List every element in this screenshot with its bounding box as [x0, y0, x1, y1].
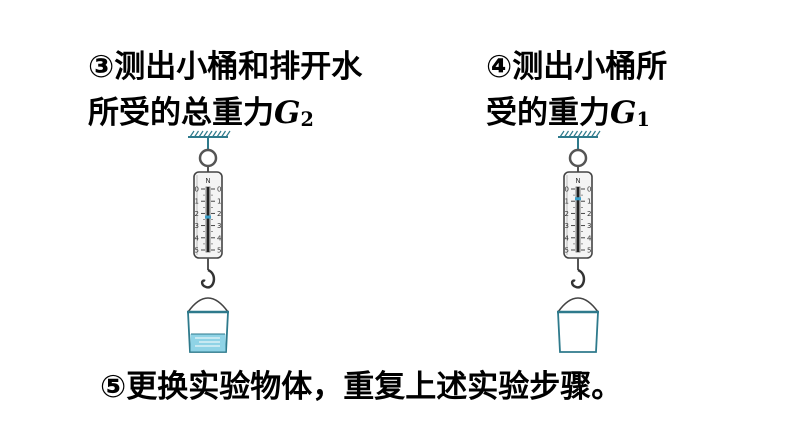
- tick-label-right: 4: [587, 234, 592, 242]
- tick-label-left: 5: [195, 247, 199, 255]
- ceiling-hatch: [194, 130, 199, 138]
- step3-label: 所受的总重力: [88, 95, 274, 131]
- tick-label-right: 5: [217, 247, 221, 255]
- step5-text: ⑤更换实验物体，重复上述实验步骤。: [100, 369, 623, 405]
- tick-label-right: 2: [587, 210, 591, 218]
- tick-label-right: 1: [587, 198, 591, 206]
- ceiling-hatch: [577, 130, 583, 138]
- bucket-water: [190, 334, 226, 352]
- ceiling-hatch: [591, 130, 596, 138]
- tick-label-right: 1: [217, 198, 221, 206]
- spring-rod: [206, 187, 210, 252]
- unit-label: N: [575, 177, 580, 185]
- tick-label-right: 0: [587, 186, 591, 194]
- step4-symbol: G1: [610, 95, 650, 132]
- scale-hook: [570, 268, 586, 289]
- bucket-body: [557, 311, 599, 353]
- ceiling-hatch: [207, 130, 213, 138]
- step3-symbol: G2: [274, 95, 314, 132]
- tick-label-right: 5: [587, 247, 591, 255]
- ceiling-hatch: [586, 130, 592, 138]
- spring-scale-with-water-bucket: N0 0 1 1 2 2 3 3 4 4 5 5: [187, 130, 231, 353]
- unit-label: N: [205, 177, 210, 185]
- top-ring: [568, 148, 588, 168]
- step3-line1: ③测出小桶和排开水: [88, 49, 363, 85]
- step4-label: 受的重力: [486, 95, 610, 131]
- ceiling-hatch: [189, 130, 195, 138]
- spring-rod: [576, 187, 580, 252]
- pointer-indicator: [575, 197, 581, 201]
- tick-label-left: 3: [565, 222, 569, 230]
- tick-label-right: 0: [217, 186, 221, 194]
- bucket-handle: [557, 297, 599, 313]
- ceiling-hatch: [221, 130, 226, 138]
- tick-label-left: 0: [565, 186, 569, 194]
- spring-scale-with-empty-bucket: N0 0 1 1 2 2 3 3 4 4 5 5: [557, 130, 601, 353]
- ceiling-hatch: [564, 130, 569, 138]
- top-ring: [198, 148, 218, 168]
- ceiling-hatch: [198, 130, 204, 138]
- tick-label-left: 4: [565, 234, 570, 242]
- bucket-handle: [187, 297, 229, 313]
- scale-hook: [200, 268, 216, 289]
- tick-label-left: 1: [565, 198, 569, 206]
- tick-label-left: 2: [565, 210, 569, 218]
- ceiling-hatch: [573, 130, 578, 138]
- tick-label-left: 2: [195, 210, 199, 218]
- ceiling-hatch: [216, 130, 222, 138]
- step3-line2: 所受的总重力G2: [88, 95, 314, 132]
- tick-label-left: 0: [195, 186, 199, 194]
- step4-line2: 受的重力G1: [486, 95, 650, 132]
- step4-line1: ④测出小桶所: [486, 49, 668, 85]
- tick-label-left: 1: [195, 198, 199, 206]
- ceiling-hatch: [568, 130, 574, 138]
- tick-label-right: 3: [217, 222, 221, 230]
- ceiling-hatch: [203, 130, 208, 138]
- tick-label-left: 4: [195, 234, 200, 242]
- tick-label-right: 2: [217, 210, 221, 218]
- ceiling-hatch: [559, 130, 565, 138]
- ceiling-hatch: [225, 130, 231, 138]
- tick-label-right: 4: [217, 234, 222, 242]
- tick-label-left: 5: [565, 247, 569, 255]
- tick-label-left: 3: [195, 222, 199, 230]
- tick-label-right: 3: [587, 222, 591, 230]
- ceiling-hatch: [212, 130, 217, 138]
- ceiling-hatch: [582, 130, 587, 138]
- ceiling-hatch: [595, 130, 601, 138]
- pointer-indicator: [205, 215, 211, 219]
